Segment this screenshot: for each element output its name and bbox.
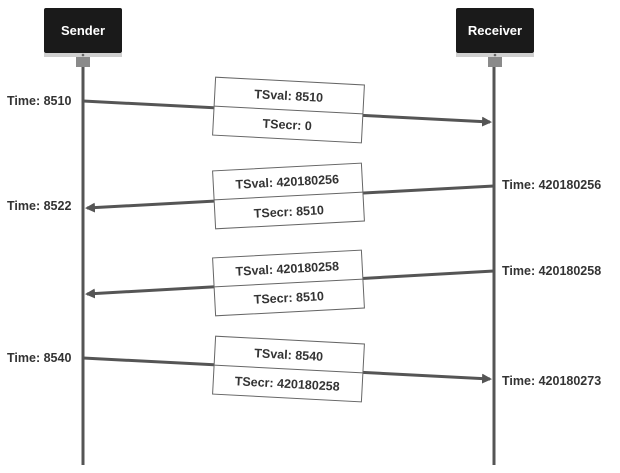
- message-3-header-box: TSval: 420180258 TSecr: 8510: [212, 249, 365, 317]
- message-3-send-time: Time: 420180258: [502, 264, 601, 278]
- message-2-receive-time: Time: 8522: [7, 199, 71, 213]
- sender-monitor-icon: Sender: [44, 8, 122, 67]
- message-4-tsecr: TSecr: 420180258: [234, 374, 340, 393]
- message-1-header-box: TSval: 8510 TSecr: 0: [212, 76, 365, 144]
- sender-label: Sender: [61, 23, 105, 38]
- message-4-receive-time: Time: 420180273: [502, 374, 601, 388]
- message-1: Time: 8510 TSval: 8510 TSecr: 0: [7, 76, 492, 144]
- message-3-tsecr: TSecr: 8510: [253, 289, 324, 307]
- message-1-send-time: Time: 8510: [7, 94, 71, 108]
- message-4-header-box: TSval: 8540 TSecr: 420180258: [212, 335, 365, 403]
- message-3-tsval: TSval: 420180258: [235, 259, 339, 278]
- receiver-monitor-icon: Receiver: [456, 8, 534, 67]
- message-2-tsecr: TSecr: 8510: [253, 203, 324, 221]
- message-2: Time: 420180256 Time: 8522 TSval: 420180…: [7, 162, 601, 230]
- message-2-send-time: Time: 420180256: [502, 178, 601, 192]
- message-2-header-box: TSval: 420180256 TSecr: 8510: [212, 162, 365, 230]
- receiver-label: Receiver: [468, 23, 522, 38]
- message-4: Time: 8540 Time: 420180273 TSval: 8540 T…: [7, 335, 601, 403]
- message-2-tsval: TSval: 420180256: [235, 172, 339, 191]
- message-3: Time: 420180258 TSval: 420180258 TSecr: …: [85, 249, 601, 317]
- message-1-tsval: TSval: 8510: [254, 87, 323, 105]
- message-4-tsval: TSval: 8540: [254, 346, 323, 364]
- message-4-send-time: Time: 8540: [7, 351, 71, 365]
- message-1-tsecr: TSecr: 0: [262, 117, 312, 134]
